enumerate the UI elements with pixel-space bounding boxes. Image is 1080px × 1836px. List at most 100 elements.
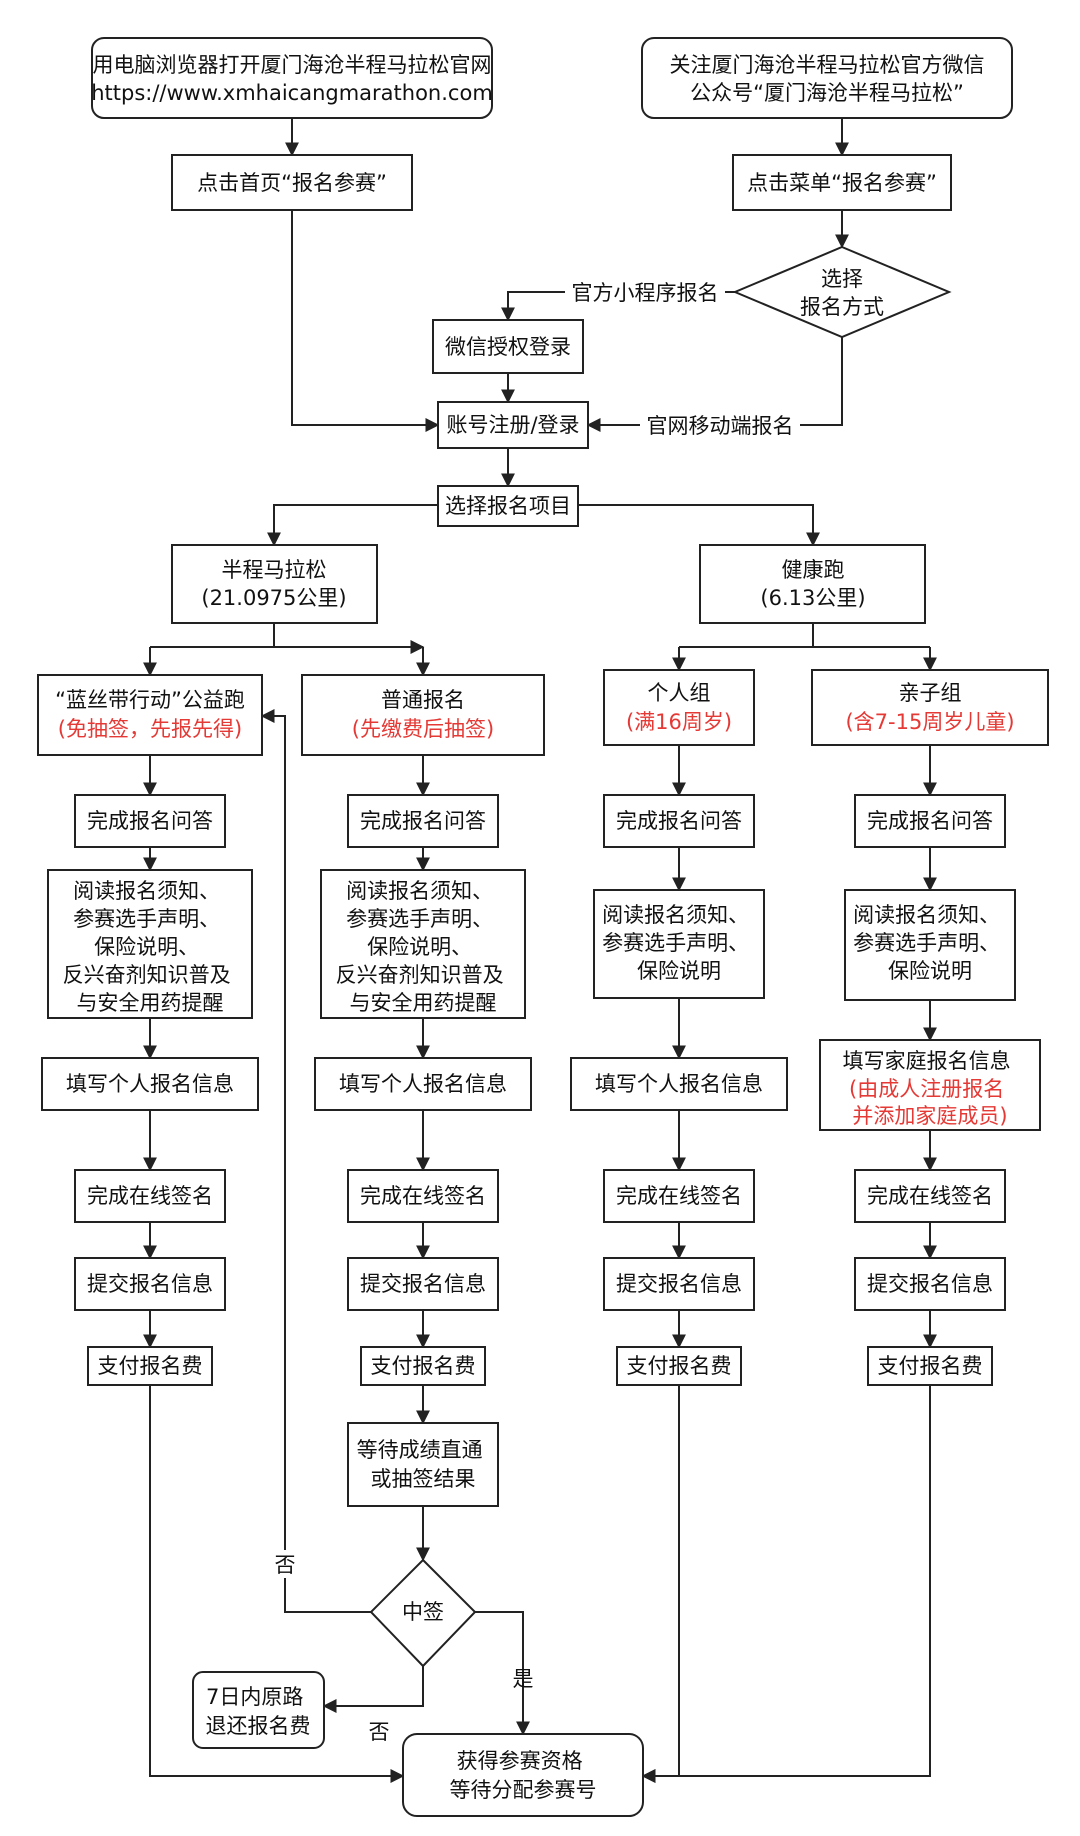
- fill-info-node: 填写个人报名信息: [41, 1057, 259, 1111]
- node-line: 普通报名: [381, 688, 465, 712]
- pay-node: 支付报名费: [87, 1346, 213, 1386]
- sign-node: 完成在线签名: [347, 1169, 499, 1223]
- qualified-node: 获得参赛资格 等待分配参赛号: [402, 1733, 644, 1817]
- node-line: 账号注册/登录: [446, 413, 579, 437]
- sign-node: 完成在线签名: [854, 1169, 1006, 1223]
- node-line: 完成报名问答: [87, 809, 213, 833]
- edge-label-no-back: 否: [275, 1553, 296, 1577]
- node-line: 提交报名信息: [360, 1272, 486, 1296]
- node-line: (先缴费后抽签): [352, 717, 494, 741]
- svg-text:“蓝丝带行动”公益跑(免抽签，先报先得): “蓝丝带行动”公益跑 (免抽签，先报先得): [55, 688, 245, 741]
- node-line: 完成在线签名: [867, 1184, 993, 1208]
- qa-node: 完成报名问答: [347, 794, 499, 848]
- read-terms-node: 阅读报名须知、 参赛选手声明、 保险说明: [593, 889, 765, 999]
- node-line: 保险说明: [637, 959, 721, 983]
- pay-node: 支付报名费: [360, 1346, 486, 1386]
- node-line: 填写个人报名信息: [339, 1072, 507, 1096]
- node-line: 保险说明、: [94, 935, 199, 959]
- node-line: 保险说明: [888, 959, 972, 983]
- submit-node: 提交报名信息: [603, 1257, 755, 1311]
- fill-family-info-node: 填写家庭报名信息 (由成人注册报名 并添加家庭成员): [819, 1039, 1041, 1131]
- sign-node: 完成在线签名: [603, 1169, 755, 1223]
- svg-text:健康跑(6.13公里): 健康跑 (6.13公里): [760, 558, 865, 610]
- fill-info-node: 填写个人报名信息: [570, 1057, 788, 1111]
- fill-info-node: 填写个人报名信息: [314, 1057, 532, 1111]
- node-line: 完成报名问答: [867, 809, 993, 833]
- refund-node: 7日内原路 退还报名费: [192, 1671, 325, 1749]
- svg-text:阅读报名须知、 参赛选手声明、: 阅读报名须知、 参赛选手声明、 保险说明: [602, 903, 756, 983]
- node-line: 个人组: [648, 681, 711, 705]
- submit-node: 提交报名信息: [347, 1257, 499, 1311]
- node-line: https://www.xmhaicangmarathon.com: [91, 81, 493, 105]
- node-line: 完成在线签名: [616, 1184, 742, 1208]
- wechat-entry-node: 关注厦门海沧半程马拉松官方微信公众号“厦门海沧半程马拉松”: [641, 37, 1013, 119]
- node-line: 完成报名问答: [616, 809, 742, 833]
- node-line: (21.0975公里): [201, 586, 346, 610]
- node-line: 获得参赛资格: [457, 1749, 583, 1773]
- node-line: 参赛选手声明、: [602, 931, 749, 955]
- node-line: 半程马拉松: [222, 558, 327, 582]
- node-line: 填写个人报名信息: [595, 1072, 763, 1096]
- node-line: 阅读报名须知、: [602, 903, 749, 927]
- svg-text:普通报名(先缴费后抽签): 普通报名 (先缴费后抽签): [352, 688, 494, 741]
- node-line: 健康跑: [782, 558, 845, 582]
- health-run-node: 健康跑 (6.13公里): [699, 544, 926, 624]
- node-line: 公众号“厦门海沧半程马拉松”: [690, 81, 964, 105]
- click-home-node: 点击首页“报名参赛”: [171, 154, 413, 211]
- edge-label-mini-program: 官方小程序报名: [572, 281, 719, 305]
- node-line: 阅读报名须知、: [346, 879, 493, 903]
- node-line: 参赛选手声明、: [853, 931, 1000, 955]
- node-line: (免抽签，先报先得): [58, 717, 242, 741]
- node-line: 反兴奋剂知识普及: [336, 963, 504, 987]
- node-line: 提交报名信息: [867, 1272, 993, 1296]
- edge-labels: 官方小程序报名 官网移动端报名 否 否 是: [270, 278, 800, 1744]
- lottery-diamond: 中签: [369, 1558, 477, 1668]
- pay-node: 支付报名费: [867, 1346, 993, 1386]
- node-line: (满16周岁): [626, 710, 732, 734]
- node-line: 提交报名信息: [87, 1272, 213, 1296]
- edge-label-no-refund: 否: [369, 1720, 390, 1744]
- svg-text:选择报名方式: 选择报名方式: [800, 267, 884, 319]
- node-line: 与安全用药提醒: [77, 991, 224, 1015]
- node-line: 提交报名信息: [616, 1272, 742, 1296]
- svg-text:亲子组(含7-15周岁儿童): 亲子组(含7-15周岁儿童): [845, 681, 1014, 734]
- node-line: 报名方式: [800, 295, 884, 319]
- node-line: 填写个人报名信息: [66, 1072, 234, 1096]
- read-terms-node: 阅读报名须知、 参赛选手声明、 保险说明、 反兴奋剂知识普及 与安全用药提醒: [320, 869, 526, 1019]
- node-line: 等待成绩直通: [357, 1438, 483, 1462]
- click-menu-node: 点击菜单“报名参赛”: [732, 154, 952, 211]
- svg-text:填写家庭报名信息 (由成人注册报名: 填写家庭报名信息 (由成人注册报名 并添加家庭成员): [843, 1049, 1018, 1128]
- choose-method-diamond: 选择报名方式: [732, 245, 952, 339]
- node-line: 中签: [402, 1600, 444, 1624]
- svg-text:半程马拉松(21.0975公里): 半程马拉松 (21.0975公里): [201, 558, 346, 610]
- node-line: 并添加家庭成员): [852, 1104, 1007, 1128]
- svg-text:7日内原路 退还报名费: 7日内原路 退还报名费: [206, 1685, 311, 1738]
- node-line: 退还报名费: [206, 1714, 311, 1738]
- sign-node: 完成在线签名: [74, 1169, 226, 1223]
- wechat-auth-node: 微信授权登录: [432, 319, 584, 374]
- node-line: 关注厦门海沧半程马拉松官方微信: [670, 53, 985, 77]
- node-line: 支付报名费: [371, 1354, 476, 1378]
- qa-node: 完成报名问答: [854, 794, 1006, 848]
- node-line: 支付报名费: [98, 1354, 203, 1378]
- node-line: 完成在线签名: [87, 1184, 213, 1208]
- svg-text:阅读报名须知、 参赛选手声明、: 阅读报名须知、 参赛选手声明、 保险说明: [853, 903, 1007, 983]
- node-line: 填写家庭报名信息: [843, 1049, 1011, 1073]
- node-line: (含7-15周岁儿童): [845, 710, 1014, 734]
- node-line: 阅读报名须知、: [73, 879, 220, 903]
- node-line: 反兴奋剂知识普及: [63, 963, 231, 987]
- node-line: 等待分配参赛号: [450, 1778, 597, 1802]
- node-line: 支付报名费: [878, 1354, 983, 1378]
- read-terms-node: 阅读报名须知、 参赛选手声明、 保险说明、 反兴奋剂知识普及 与安全用药提醒: [47, 869, 253, 1019]
- node-line: 微信授权登录: [445, 335, 571, 359]
- qa-node: 完成报名问答: [603, 794, 755, 848]
- submit-node: 提交报名信息: [854, 1257, 1006, 1311]
- regular-entry-node: 普通报名 (先缴费后抽签): [301, 674, 545, 756]
- node-line: (6.13公里): [760, 586, 865, 610]
- edge-label-yes: 是: [513, 1667, 534, 1691]
- node-line: 完成在线签名: [360, 1184, 486, 1208]
- node-line: “蓝丝带行动”公益跑: [55, 688, 245, 712]
- wait-result-node: 等待成绩直通 或抽签结果: [347, 1422, 499, 1507]
